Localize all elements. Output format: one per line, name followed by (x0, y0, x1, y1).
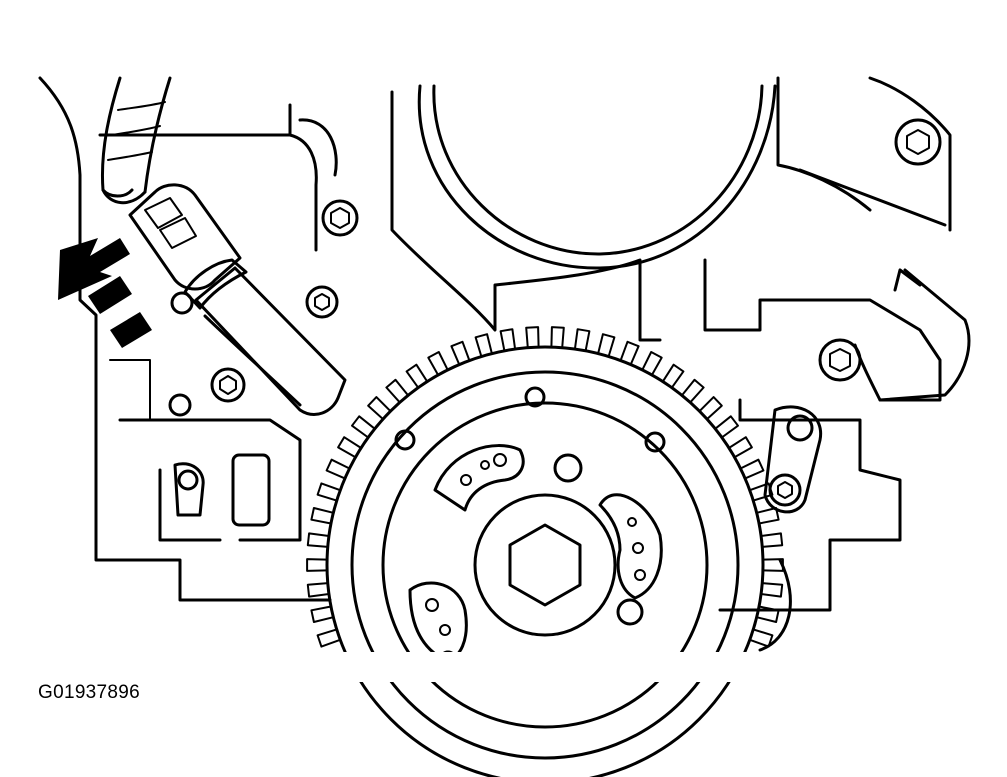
reluctor-tooth (748, 482, 774, 502)
reluctor-tooth (405, 363, 429, 389)
reluctor-tooth (550, 326, 565, 349)
reluctor-tooth (316, 482, 342, 502)
reluctor-tooth (760, 582, 784, 598)
crankshaft-position-sensor (128, 183, 347, 416)
reluctor-tooth (573, 328, 591, 352)
reluctor-tooth (760, 532, 784, 548)
figure-id-caption: G01937896 (38, 682, 141, 703)
reluctor-tooth (748, 628, 774, 648)
reluctor-tooth (351, 415, 376, 439)
reluctor-tooth (641, 351, 663, 376)
block-details (173, 453, 271, 527)
reluctor-tooth (474, 333, 493, 358)
reluctor-tooth (310, 605, 335, 623)
reluctor-tooth (619, 340, 640, 366)
reluctor-tooth (755, 507, 780, 525)
wire-harness (100, 76, 172, 205)
reluctor-tooth (316, 628, 342, 648)
reluctor-tooth (727, 436, 753, 459)
bolt (894, 118, 942, 166)
upper-pulley (417, 84, 777, 270)
bolt (321, 199, 359, 237)
reluctor-tooth (306, 558, 329, 572)
reluctor-tooth (385, 378, 410, 404)
reluctor-tooth (306, 582, 330, 598)
reluctor-tooth (761, 558, 784, 572)
bolt (768, 473, 802, 507)
reluctor-tooth (698, 396, 723, 421)
reluctor-tooth (427, 351, 449, 376)
reluctor-tooth (680, 378, 705, 404)
reluctor-tooth (739, 458, 765, 480)
reluctor-tooth (755, 605, 780, 623)
crop-mask (300, 652, 820, 682)
hub-hex (473, 493, 617, 637)
reluctor-tooth (499, 328, 517, 352)
bolt (210, 367, 246, 403)
reluctor-tooth (661, 363, 685, 389)
reluctor-tooth (450, 340, 471, 366)
reluctor-tooth (310, 507, 335, 525)
reluctor-tooth (325, 458, 351, 480)
reluctor-tooth (525, 326, 540, 349)
arrow-icon (58, 238, 152, 348)
crankshaft-sprocket (306, 326, 784, 777)
reluctor-teeth (306, 326, 784, 648)
idler-bracket (763, 405, 823, 514)
reluctor-tooth (714, 415, 739, 439)
bolt (818, 338, 862, 382)
bolt (305, 285, 339, 319)
reluctor-tooth (367, 396, 392, 421)
reluctor-tooth (597, 333, 616, 358)
reluctor-tooth (337, 436, 363, 459)
reluctor-tooth (306, 532, 330, 548)
